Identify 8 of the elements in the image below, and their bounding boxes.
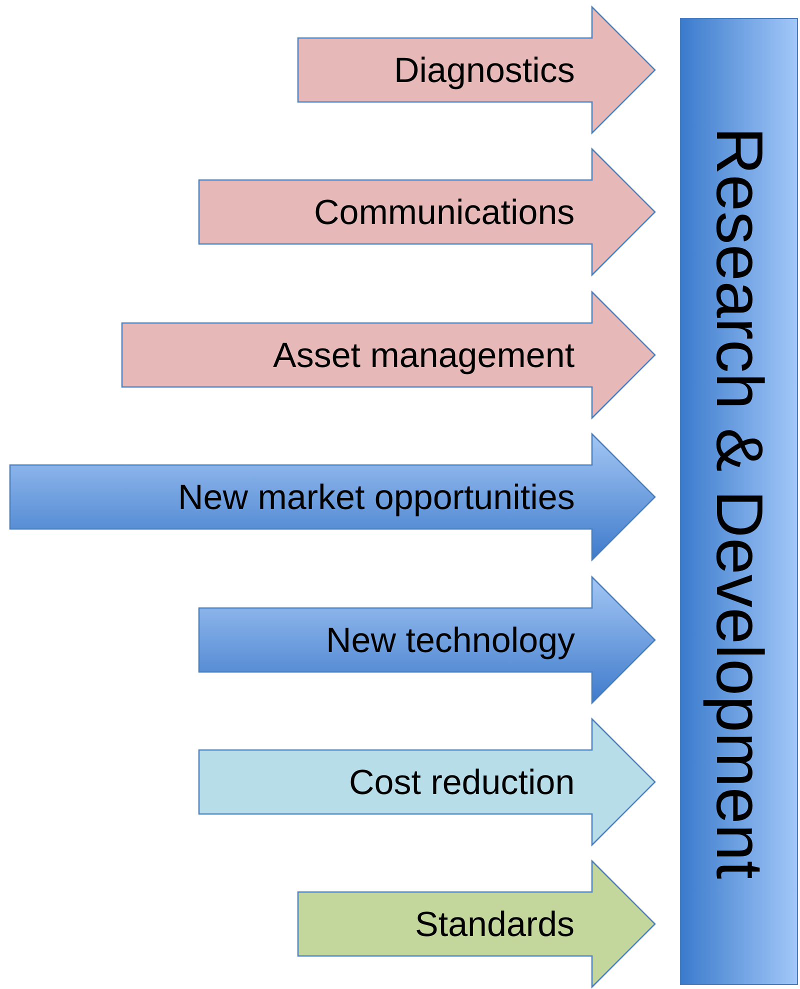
arrow-label: Asset management [273,338,575,372]
arrow-label: New technology [326,622,576,658]
arrow-label: Communications [314,194,575,230]
arrow-label: New market opportunities [178,480,575,514]
arrow-label: Standards [415,906,575,942]
arrow-label: Cost reduction [349,764,575,800]
arrow-label: Diagnostics [394,52,575,88]
vertical-banner [680,18,798,985]
